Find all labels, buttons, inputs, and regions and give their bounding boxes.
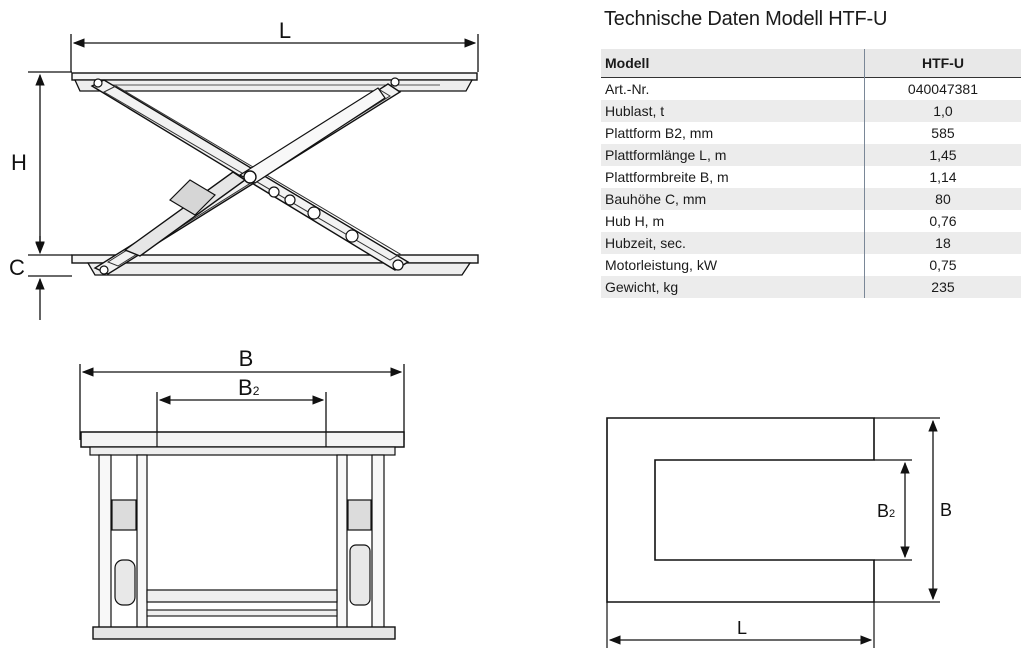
dim-label-B-front: B [239,346,254,371]
header-value: HTF-U [863,49,1021,78]
spec-table-header: Modell HTF-U [601,49,1021,78]
table-row: Hub H, m 0,76 [601,210,1021,232]
spec-value: 0,75 [863,254,1021,276]
spec-value: 040047381 [863,77,1021,100]
header-label: Modell [601,49,865,78]
spec-label: Plattform B2, mm [605,125,714,141]
front-view-drawing: B B2 [79,346,405,640]
spec-panel: Technische Daten Modell HTF-U Modell HTF… [601,8,1021,298]
table-row: Motorleistung, kW 0,75 [601,254,1021,276]
spec-value: 1,45 [863,144,1021,166]
dim-label-B2-front: B2 [238,375,260,400]
spec-label: Hublast, t [601,100,865,122]
spec-value: 1,14 [863,166,1021,188]
dim-label-H: H [11,150,27,175]
spec-value: 80 [863,188,1021,210]
table-row: Hubzeit, sec.18 [601,232,1021,254]
spec-label: Plattformbreite B, m [605,169,729,185]
spec-label: Art.-Nr. [605,81,650,97]
dim-label-B-top: B [940,500,952,520]
table-row: Art.-Nr. 040047381 [601,77,1021,100]
spec-value: 0,76 [863,210,1021,232]
side-view-drawing: L H C [9,18,479,320]
spec-label: Plattformlänge L, m [601,144,865,166]
dim-label-B2-top: B2 [877,501,895,521]
dim-label-L-top: L [737,618,747,638]
spec-label: Gewicht, kg [601,276,865,298]
dim-label-L: L [279,18,291,43]
spec-label: Motorleistung, kW [605,257,718,273]
spec-value: 585 [863,122,1021,144]
top-view-drawing: B B2 L [606,417,952,648]
spec-title: Technische Daten Modell HTF-U [604,8,888,30]
spec-label: Bauhöhe C, mm [601,188,865,210]
spec-label: Hub H, m [605,213,665,229]
table-row: Plattformbreite B, m 1,14 [601,166,1021,188]
spec-value: 235 [863,276,1021,298]
spec-value: 1,0 [863,100,1021,122]
spec-label: Hubzeit, sec. [601,232,865,254]
spec-value: 18 [863,232,1021,254]
table-row: Plattform B2, mm 585 [601,122,1021,144]
dim-label-C: C [9,255,25,280]
